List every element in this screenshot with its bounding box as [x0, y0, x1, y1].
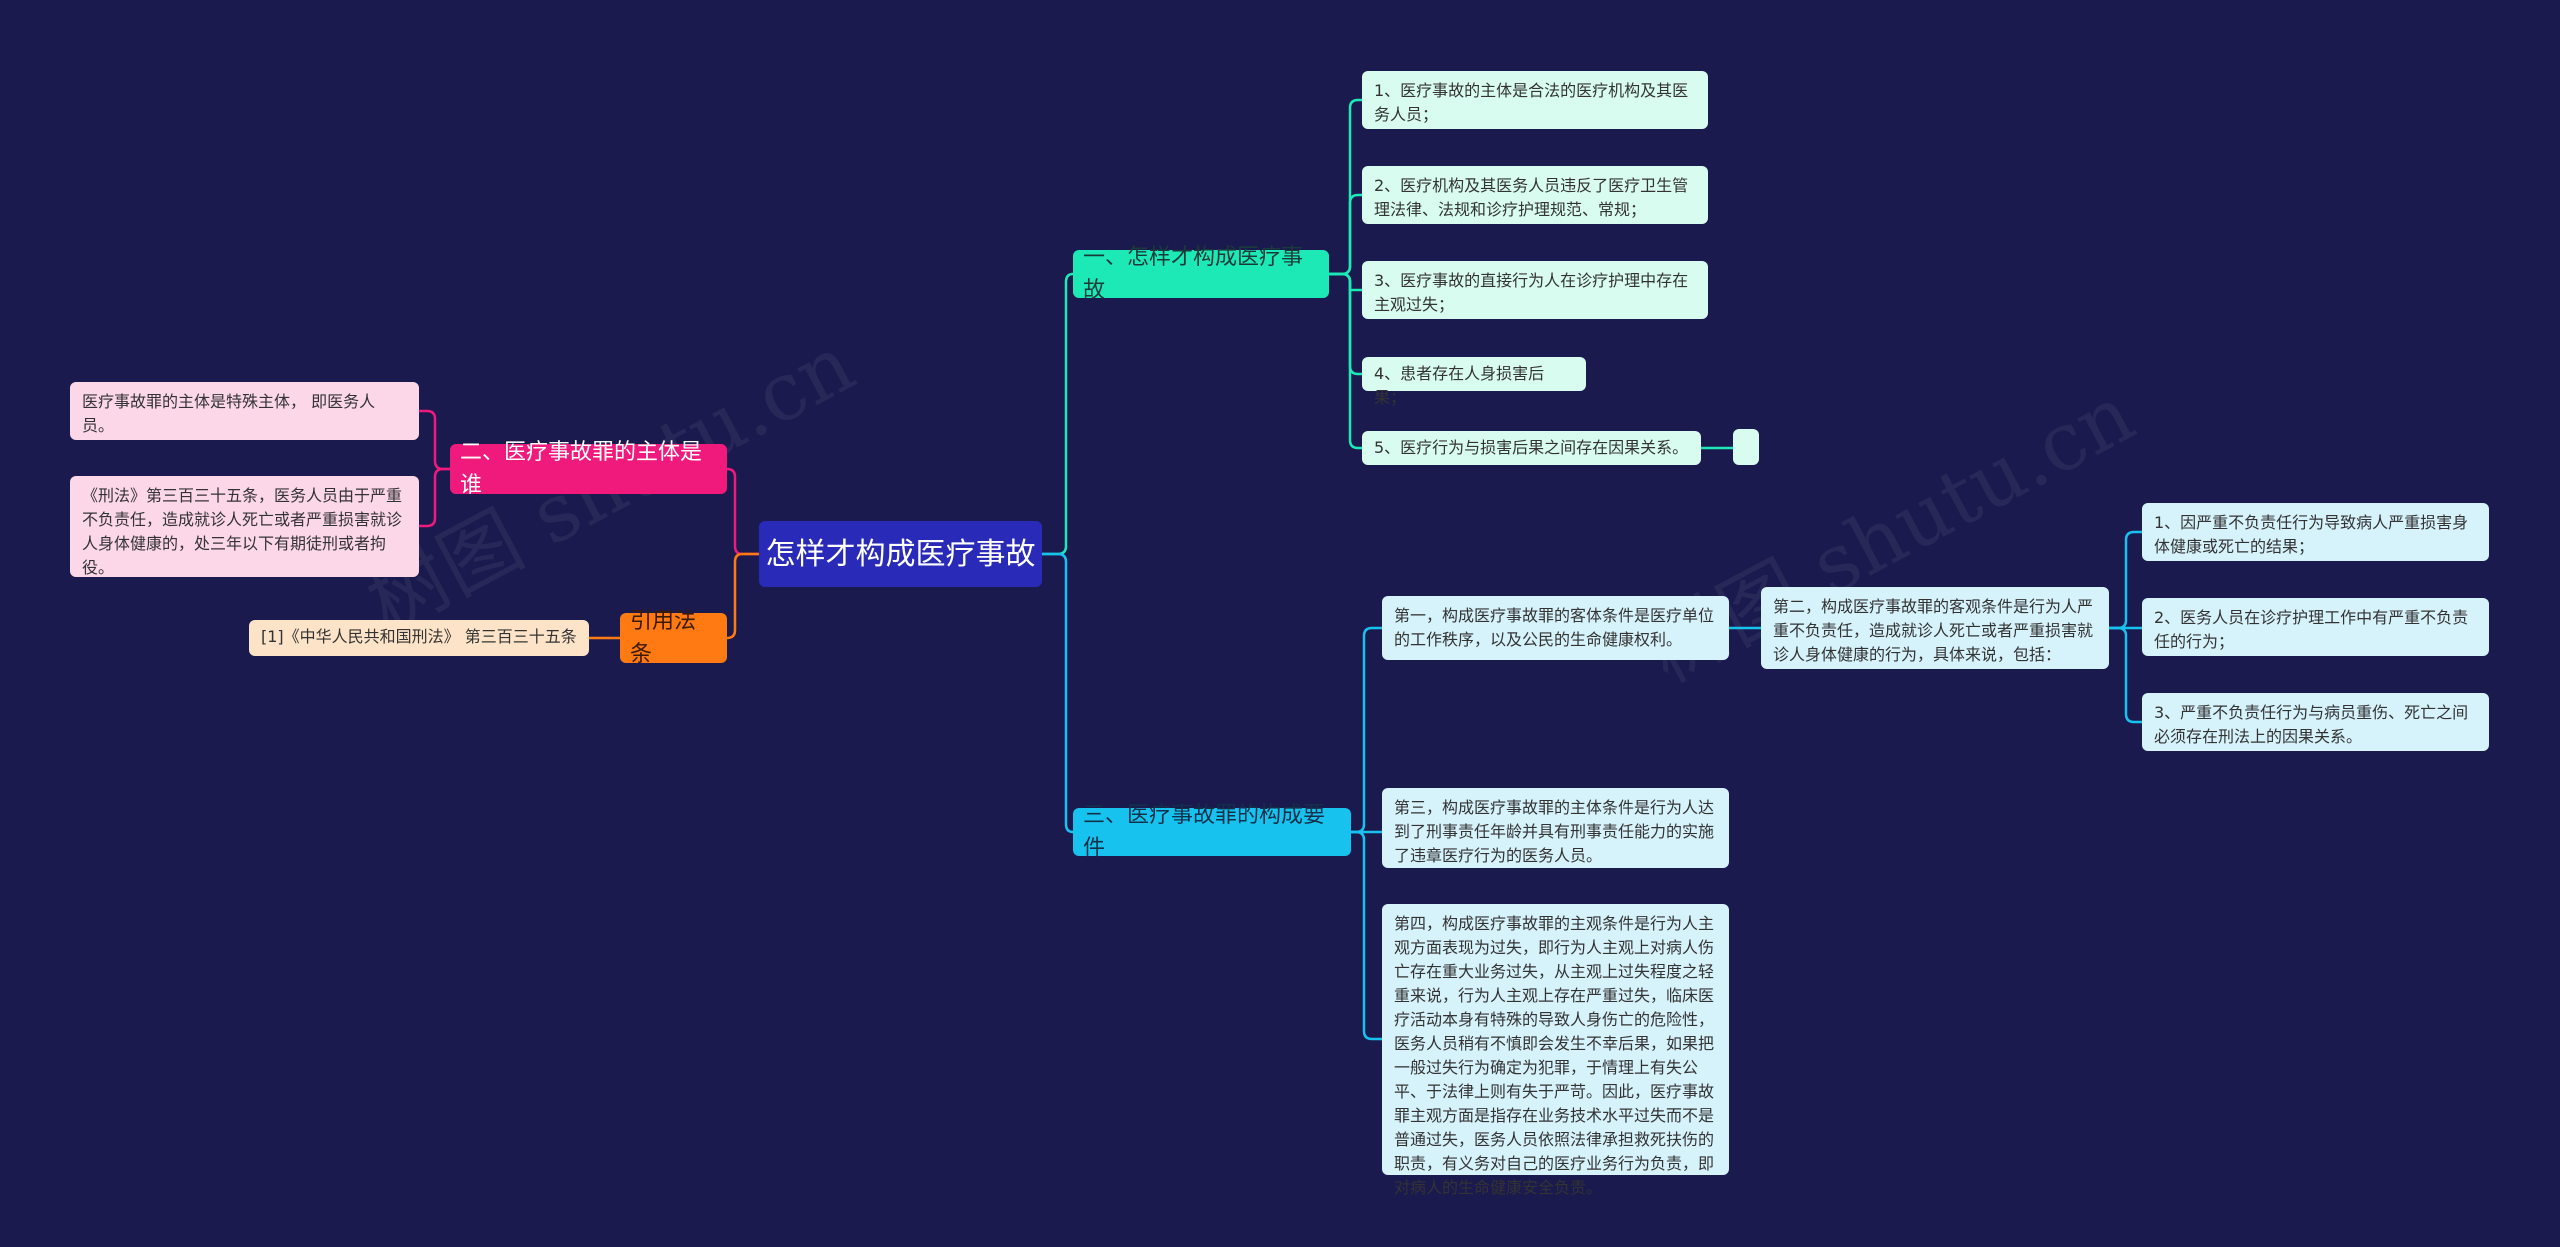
link-root-branch1	[1042, 272, 1074, 556]
branch1-item-1[interactable]: 1、医疗事故的主体是合法的医疗机构及其医务人员；	[1362, 71, 1708, 129]
link-root-branch2	[726, 467, 759, 556]
ref-item-1[interactable]: [1]《中华人民共和国刑法》 第三百三十五条	[249, 620, 589, 656]
branch1-item-4[interactable]: 4、患者存在人身损害后果；	[1362, 357, 1586, 407]
branch2-item-1[interactable]: 医疗事故罪的主体是特殊主体， 即医务人员。	[70, 382, 419, 440]
branch3-first[interactable]: 第一，构成医疗事故罪的客体条件是医疗单位的工作秩序，以及公民的生命健康权利。	[1382, 596, 1729, 660]
branch3-third[interactable]: 第三，构成医疗事故罪的主体条件是行为人达到了刑事责任年龄并具有刑事责任能力的实施…	[1382, 788, 1729, 868]
branch3-second-item-2[interactable]: 2、医务人员在诊疗护理工作中有严重不负责任的行为；	[2142, 598, 2489, 656]
branch-how-constitutes[interactable]: 一、怎样才构成医疗事故	[1073, 245, 1329, 303]
branch1-empty-node[interactable]	[1733, 429, 1759, 465]
branch-crime-subject[interactable]: 二、医疗事故罪的主体是谁	[450, 440, 727, 498]
branch-references[interactable]: 引用法条	[620, 609, 727, 667]
branch3-fourth[interactable]: 第四，构成医疗事故罪的主观条件是行为人主观方面表现为过失，即行为人主观上对病人伤…	[1382, 904, 1729, 1197]
links-branch2	[419, 409, 450, 528]
branch-crime-elements[interactable]: 三、医疗事故罪的构成要件	[1073, 803, 1351, 861]
links-branch1	[1329, 98, 1733, 450]
branch3-second-item-1[interactable]: 1、因严重不负责任行为导致病人严重损害身体健康或死亡的结果；	[2142, 503, 2489, 561]
link-root-ref	[726, 552, 759, 640]
links-branch3	[1351, 530, 2142, 1041]
branch3-second-item-3[interactable]: 3、严重不负责任行为与病员重伤、死亡之间必须存在刑法上的因果关系。	[2142, 693, 2489, 751]
branch1-item-3[interactable]: 3、医疗事故的直接行为人在诊疗护理中存在主观过失；	[1362, 261, 1708, 319]
branch1-item-2[interactable]: 2、医疗机构及其医务人员违反了医疗卫生管理法律、法规和诊疗护理规范、常规；	[1362, 166, 1708, 224]
branch1-item-5[interactable]: 5、医疗行为与损害后果之间存在因果关系。	[1362, 431, 1701, 465]
root-topic[interactable]: 怎样才构成医疗事故	[759, 521, 1042, 587]
link-root-branch3	[1042, 552, 1074, 834]
branch3-second[interactable]: 第二，构成医疗事故罪的客观条件是行为人严重不负责任，造成就诊人死亡或者严重损害就…	[1761, 587, 2109, 669]
branch2-item-2[interactable]: 《刑法》第三百三十五条，医务人员由于严重不负责任，造成就诊人死亡或者严重损害就诊…	[70, 476, 419, 577]
